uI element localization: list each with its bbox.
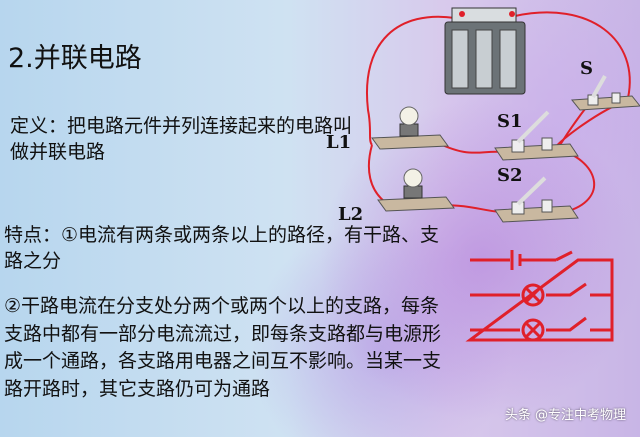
feature-1-text: 特点：①电流有两条或两条以上的路径，有干路、支路之分 [4,224,440,272]
lamp-l2-icon [377,168,455,212]
main-switch-icon [571,75,640,111]
lamp-l1-icon [371,106,449,150]
label-lamp-2: L2 [338,204,364,225]
switch-s1-icon [494,110,579,161]
switch-s2-icon [494,176,579,223]
label-switch-1: S1 [497,111,523,132]
watermark: 头条 @专注中考物理 [504,408,626,423]
feature-2-text: ②干路电流在分支处分两个或两个以上的支路，每条支路中都有一部分电流流过，即每条支… [4,295,442,400]
label-main-switch: S [580,58,593,79]
label-switch-2: S2 [497,165,523,186]
label-lamp-1: L1 [326,132,352,153]
parallel-circuit-schematic [465,250,614,342]
definition-text: 定义：把电路元件并列连接起来的电路叫做并联电路 [10,115,353,163]
slide-title: 2.并联电路 [8,43,142,74]
battery-icon [444,7,526,95]
